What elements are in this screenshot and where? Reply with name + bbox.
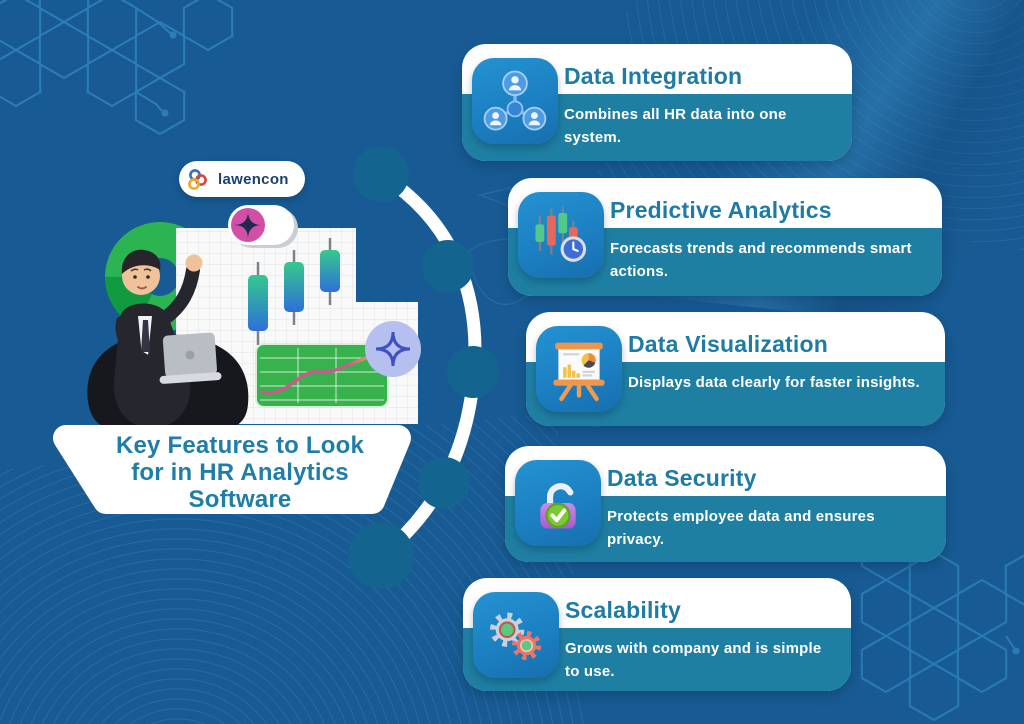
line-chart-panel <box>255 343 389 408</box>
connected-users-icon <box>483 70 547 131</box>
presentation-easel-icon <box>553 342 605 402</box>
feature-card-data-integration: Data Integration Combines all HR data in… <box>462 44 852 161</box>
icon-tile <box>518 192 604 278</box>
blue-sparkle-icon <box>365 321 421 377</box>
lawencon-rings-icon <box>184 166 211 192</box>
title-banner-shape <box>53 425 411 514</box>
gears-icon <box>490 612 542 661</box>
feature-card-scalability: Scalability Grows with company and is si… <box>463 578 851 691</box>
feature-title: Predictive Analytics <box>610 197 832 223</box>
feature-title: Scalability <box>565 597 681 623</box>
hex-cluster-top-left <box>0 0 234 135</box>
feature-card-data-security: Data Security Protects employee data and… <box>505 446 946 562</box>
feature-description: Combines all HR data into one system. <box>564 106 787 146</box>
icon-tile <box>472 58 558 144</box>
feature-description: Displays data clearly for faster insight… <box>628 374 920 391</box>
feature-title: Data Integration <box>564 63 743 89</box>
title-line: Key Features to Look <box>115 432 365 459</box>
title-line: for in HR Analytics <box>131 459 349 486</box>
laptop <box>159 332 222 384</box>
feature-card-data-visualization: Data Visualization Displays data clearly… <box>526 312 945 426</box>
feature-card-predictive-analytics: Predictive Analytics Forecasts trends an… <box>508 178 942 296</box>
icon-tile <box>536 326 622 412</box>
feature-title: Data Security <box>607 465 757 491</box>
toggle-sparkle-icon <box>228 205 298 248</box>
timeline-node <box>348 146 499 589</box>
icon-tile <box>515 460 601 546</box>
feature-description: Protects employee data and ensures priva… <box>607 508 875 548</box>
title-line: Software <box>188 486 292 513</box>
feature-title: Data Visualization <box>628 331 829 357</box>
padlock-check-icon <box>540 483 576 529</box>
hr-analytics-illustration <box>87 205 421 436</box>
logo-text: lawencon <box>218 170 289 188</box>
lawencon-logo: lawencon <box>179 161 305 197</box>
candlestick-chart <box>248 238 340 345</box>
feature-description: Forecasts trends and recommends smart ac… <box>610 240 912 280</box>
man-with-laptop-illustration <box>87 249 249 436</box>
feature-description: Grows with company and is simple to use. <box>565 640 822 680</box>
page-title: Key Features to Look for in HR Analytics… <box>62 432 418 513</box>
icon-tile <box>473 592 559 678</box>
candlestick-clock-icon <box>535 206 587 262</box>
